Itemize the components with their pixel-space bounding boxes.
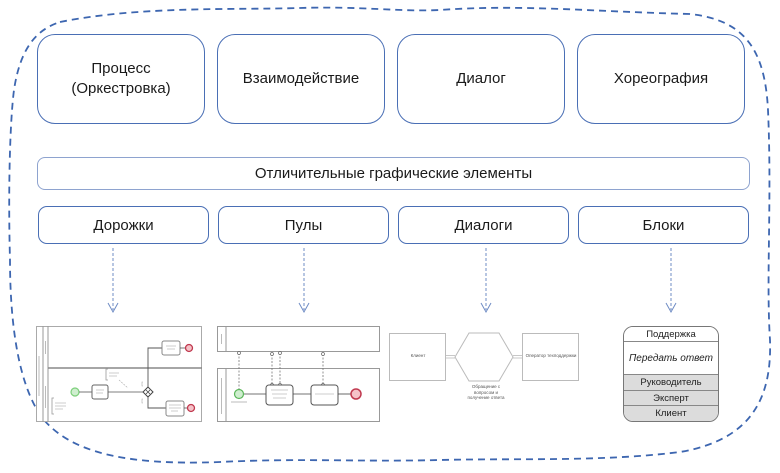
end-event: [186, 403, 196, 413]
choreography-label: Хореография: [613, 70, 709, 87]
diagram-type-collaboration: Взаимодействие: [217, 34, 385, 124]
block-row-initiator: Поддержка: [624, 327, 718, 342]
task: [310, 384, 339, 406]
process-label-line2: (Оркестровка): [71, 80, 171, 97]
element-blocks: Блоки: [578, 206, 749, 244]
arrow-conversations: [480, 248, 492, 314]
start-event: [70, 387, 80, 397]
conversations-label: Диалоги: [454, 216, 513, 234]
arrow-pools: [298, 248, 310, 314]
conversation-node-label: Обращение с вопросом и получение ответа: [467, 384, 505, 400]
block-row-participant: Руководитель: [624, 375, 718, 391]
diagram-type-process: Процесс (Оркестровка): [37, 34, 205, 124]
element-pools: Пулы: [218, 206, 389, 244]
lane-labels: [38, 341, 46, 408]
conversation-node: [454, 332, 514, 382]
annotation: [51, 397, 54, 415]
participant-client-label: Клиент: [410, 353, 426, 358]
arrow-lanes: [107, 248, 119, 314]
block-row-label: Передать ответ: [629, 352, 713, 364]
block-row-participant: Эксперт: [624, 391, 718, 406]
conversation-label: Диалог: [456, 70, 506, 87]
distinctive-elements-banner: Отличительные графические элементы: [37, 157, 750, 190]
task: [265, 384, 294, 406]
element-lanes: Дорожки: [38, 206, 209, 244]
task: [91, 384, 109, 400]
block-row-label: Поддержка: [646, 328, 696, 340]
end-event: [350, 388, 362, 400]
start-event: [233, 388, 245, 400]
arrow-blocks: [665, 248, 677, 314]
blocks-label: Блоки: [642, 216, 685, 234]
block-row-label: Эксперт: [653, 392, 689, 404]
pools-label: Пулы: [284, 216, 323, 234]
participant-operator: [522, 333, 579, 381]
task: [161, 340, 181, 356]
block-row-participant: Клиент: [624, 406, 718, 421]
choreography-block-thumbnail: Поддержка Передать ответ Руководитель Эк…: [623, 326, 719, 422]
conversation-thumbnail: [389, 332, 579, 382]
conversation-link: [446, 355, 522, 359]
block-row-label: Руководитель: [640, 377, 702, 388]
lanes-label: Дорожки: [93, 216, 154, 234]
lanes-thumbnail: [36, 326, 202, 422]
collaboration-label: Взаимодействие: [242, 70, 360, 87]
block-row-label: Клиент: [655, 408, 687, 419]
banner-label: Отличительные графические элементы: [254, 165, 533, 182]
element-conversations: Диалоги: [398, 206, 569, 244]
block-row-task: Передать ответ: [624, 342, 718, 375]
end-event: [184, 343, 194, 353]
pools-thumbnail: [217, 326, 380, 422]
participant-client: [389, 333, 446, 381]
diagram-type-conversation: Диалог: [397, 34, 565, 124]
diagram-type-choreography: Хореография: [577, 34, 745, 124]
message-flows: [238, 353, 324, 391]
process-label-line1: Процесс: [91, 60, 151, 77]
participant-operator-label: Оператор техподдержки: [525, 353, 577, 358]
